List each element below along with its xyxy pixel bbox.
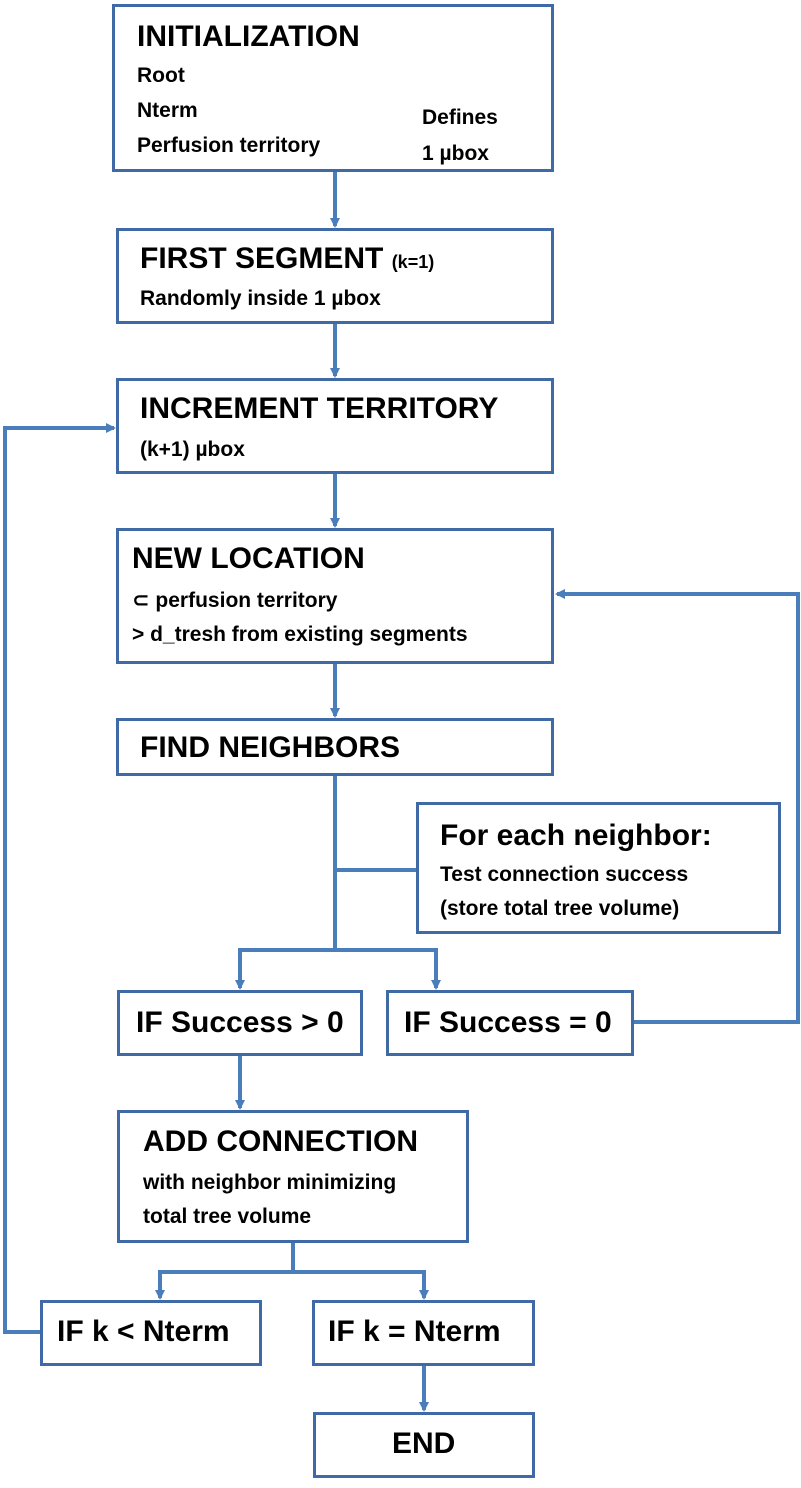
for-each-neighbor-title: For each neighbor: <box>440 819 712 852</box>
for-each-neighbor-line2: (store total tree volume) <box>440 897 680 920</box>
first-segment-title-main: FIRST SEGMENT <box>140 242 384 275</box>
add-connection-line2: total tree volume <box>143 1205 312 1228</box>
arrow-split-to-success-zero <box>335 948 441 990</box>
init-note-defines: Defines <box>422 106 498 129</box>
arrow-success-zero-loop <box>555 589 800 1024</box>
init-item-nterm: Nterm <box>137 99 198 122</box>
find-neighbors-box <box>116 718 554 776</box>
increment-territory-title: INCREMENT TERRITORY <box>140 392 499 425</box>
find-neighbors-title: FIND NEIGHBORS <box>140 731 401 764</box>
first-segment-title: FIRST SEGMENT (k=1) <box>140 244 434 274</box>
arrow-split-to-success-pos <box>235 948 335 990</box>
init-item-root: Root <box>137 64 185 87</box>
initialization-box <box>112 4 554 172</box>
arrow-add-to-kless <box>155 1270 293 1300</box>
add-connection-box <box>117 1110 469 1243</box>
k-equal-box <box>312 1300 535 1366</box>
initialization-title: INITIALIZATION <box>137 20 360 53</box>
success-positive-box <box>117 990 363 1056</box>
k-less-title: IF k < Nterm <box>57 1315 230 1348</box>
add-connection-title: ADD CONNECTION <box>143 1125 418 1158</box>
first-segment-line: Randomly inside 1 µbox <box>140 287 381 310</box>
success-zero-box <box>386 990 634 1056</box>
first-segment-box <box>116 228 554 324</box>
new-location-title: NEW LOCATION <box>132 542 365 575</box>
end-title: END <box>392 1427 456 1460</box>
for-each-neighbor-line1: Test connection success <box>440 863 689 886</box>
success-zero-title: IF Success = 0 <box>404 1006 612 1039</box>
new-location-line1: ⊂ perfusion territory <box>132 589 338 612</box>
success-positive-title: IF Success > 0 <box>136 1006 344 1039</box>
for-each-neighbor-box <box>416 802 781 934</box>
new-location-box <box>116 528 554 664</box>
add-connection-line1: with neighbor minimizing <box>143 1171 397 1194</box>
end-box <box>313 1412 535 1478</box>
k-less-box <box>40 1300 262 1366</box>
arrow-kless-loop <box>3 423 116 1334</box>
increment-territory-line: (k+1) µbox <box>140 438 245 461</box>
k-equal-title: IF k = Nterm <box>328 1315 501 1348</box>
init-item-perfusion: Perfusion territory <box>137 134 321 157</box>
new-location-line2: > d_tresh from existing segments <box>132 623 468 646</box>
increment-territory-box <box>116 378 554 474</box>
init-note-ubox: 1 µbox <box>422 142 489 165</box>
first-segment-title-suffix: (k=1) <box>391 252 435 272</box>
arrow-add-to-keq <box>293 1270 429 1300</box>
